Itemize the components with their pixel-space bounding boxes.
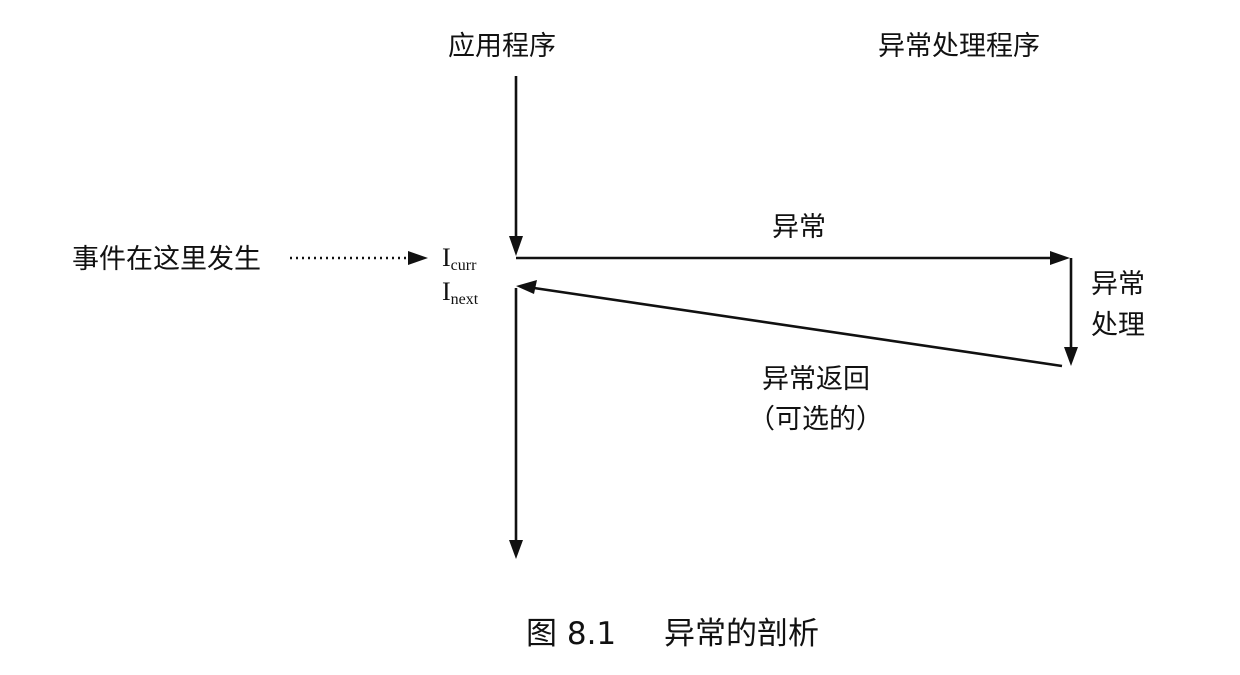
handling-arrow [1064,258,1078,366]
exception-label: 异常 [772,212,826,243]
app-flow-arrowhead [509,236,523,256]
event-arrowhead [408,251,428,265]
continue-flow-arrowhead [509,540,523,559]
continue-flow-arrow [509,288,523,559]
exception-arrowhead [1050,251,1070,265]
figure-title: 异常的剖析 [664,616,819,652]
exception-arrow [516,251,1070,265]
handler-program-label: 异常处理程序 [878,31,1040,62]
app-program-label: 应用程序 [448,31,556,62]
return-arrowhead [516,280,537,294]
figure-number: 图 8.1 [526,616,616,652]
return-label-line1: 异常返回 [762,364,870,395]
event-here-label: 事件在这里发生 [72,244,261,275]
handling-label-line1: 异常 [1091,269,1145,300]
handling-arrowhead [1064,347,1078,366]
return-label-line2: （可选的） [748,404,883,435]
return-arrow [516,280,1063,368]
i-curr-label: Icurr [442,243,477,274]
app-flow-arrow [509,76,523,256]
i-next-label: Inext [442,277,479,308]
handling-label-line2: 处理 [1091,310,1145,341]
event-dotted-arrow [290,251,428,265]
